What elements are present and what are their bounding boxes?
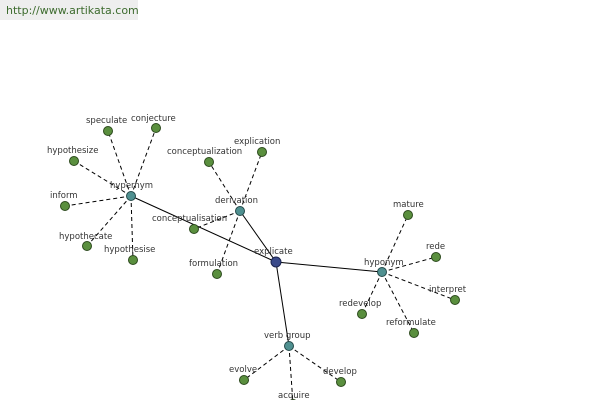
edge-explicate-hyponym xyxy=(275,261,383,273)
label-hyponym[interactable]: hyponym xyxy=(364,258,404,268)
edge-explicate-verb-group xyxy=(275,261,290,347)
node-conjecture[interactable] xyxy=(151,123,161,133)
edge-derivation-conceptualization xyxy=(208,161,241,212)
label-acquire[interactable]: acquire xyxy=(278,391,310,400)
node-conceptualisation[interactable] xyxy=(189,224,199,234)
node-evolve[interactable] xyxy=(239,375,249,385)
label-interpret[interactable]: interpret xyxy=(429,285,467,295)
label-hypothecate[interactable]: hypothecate xyxy=(59,232,112,242)
node-mature[interactable] xyxy=(403,210,413,220)
label-derivation[interactable]: derivation xyxy=(215,196,258,206)
source-url-link[interactable]: http://www.artikata.com xyxy=(6,4,139,17)
label-develop[interactable]: develop xyxy=(323,367,357,377)
edge-hyponym-rede xyxy=(381,256,437,273)
edge-hypernym-conjecture xyxy=(130,127,157,197)
label-formulation[interactable]: formulation xyxy=(189,259,238,269)
label-rede[interactable]: rede xyxy=(426,242,445,252)
node-interpret[interactable] xyxy=(450,295,460,305)
label-verb-group[interactable]: verb group xyxy=(264,331,311,341)
label-inform[interactable]: inform xyxy=(50,191,78,201)
label-explication[interactable]: explication xyxy=(234,137,280,147)
label-mature[interactable]: mature xyxy=(393,200,424,210)
edge-hypernym-speculate xyxy=(107,130,132,197)
label-reformulate[interactable]: reformulate xyxy=(386,318,436,328)
edge-verb-group-develop xyxy=(288,345,342,383)
node-hypothesise[interactable] xyxy=(128,255,138,265)
hub-node-derivation[interactable] xyxy=(235,206,245,216)
edge-derivation-conceptualisation xyxy=(193,210,241,230)
edge-hyponym-reformulate xyxy=(381,271,415,334)
edge-explicate-hypernym xyxy=(130,195,277,263)
node-explication[interactable] xyxy=(257,147,267,157)
node-speculate[interactable] xyxy=(103,126,113,136)
label-evolve[interactable]: evolve xyxy=(229,365,257,375)
center-node-explicate[interactable] xyxy=(270,256,282,268)
node-rede[interactable] xyxy=(431,252,441,262)
hub-node-hyponym[interactable] xyxy=(377,267,387,277)
label-hypothesise[interactable]: hypothesise xyxy=(104,245,155,255)
node-conceptualization[interactable] xyxy=(204,157,214,167)
edge-explicate-derivation xyxy=(239,210,277,263)
edge-verb-group-acquire xyxy=(288,345,294,400)
label-hypothesize[interactable]: hypothesize xyxy=(47,146,98,156)
label-layer: speculate conjecture hypothesize inform hypo… xyxy=(47,114,467,400)
label-speculate[interactable]: speculate xyxy=(86,116,127,126)
edge-hyponym-interpret xyxy=(381,271,456,301)
node-develop[interactable] xyxy=(336,377,346,387)
edge-verb-group-evolve xyxy=(243,345,290,381)
edge-hypernym-hypothesise xyxy=(130,195,134,261)
node-reformulate[interactable] xyxy=(409,328,419,338)
label-explicate[interactable]: explicate xyxy=(254,247,293,257)
hub-node-hypernym[interactable] xyxy=(126,191,136,201)
hub-node-verb-group[interactable] xyxy=(284,341,294,351)
label-conjecture[interactable]: conjecture xyxy=(131,114,176,124)
label-conceptualisation[interactable]: conceptualisation xyxy=(152,214,227,224)
url-banner: http://www.artikata.com xyxy=(0,0,139,20)
edge-derivation-explication xyxy=(239,151,263,212)
label-redevelop[interactable]: redevelop xyxy=(339,299,381,309)
edge-hyponym-mature xyxy=(381,214,409,273)
edge-hyponym-redevelop xyxy=(361,271,383,315)
node-redevelop[interactable] xyxy=(357,309,367,319)
node-inform[interactable] xyxy=(60,201,70,211)
label-hypernym[interactable]: hypernym xyxy=(110,181,153,191)
edge-layer xyxy=(64,127,456,400)
node-formulation[interactable] xyxy=(212,269,222,279)
node-layer xyxy=(60,123,460,400)
node-hypothecate[interactable] xyxy=(82,241,92,251)
label-conceptualization[interactable]: conceptualization xyxy=(167,147,242,157)
node-hypothesize[interactable] xyxy=(69,156,79,166)
